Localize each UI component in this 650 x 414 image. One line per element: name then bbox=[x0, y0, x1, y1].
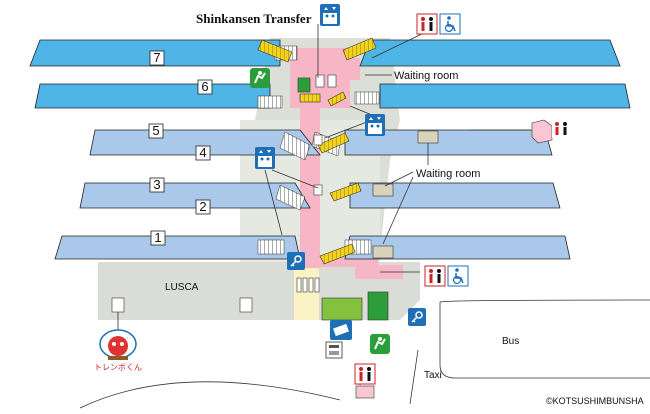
wheelchair-icon bbox=[439, 13, 461, 35]
roads bbox=[79, 299, 650, 409]
platform-number: 5 bbox=[152, 123, 159, 138]
platform-3-2: 3 2 bbox=[79, 177, 561, 215]
platform-number: 3 bbox=[153, 177, 160, 192]
toilet-icon bbox=[552, 120, 570, 138]
ticket-office-icon bbox=[370, 334, 390, 354]
ticket-office-icon bbox=[250, 68, 270, 88]
platform-number: 1 bbox=[154, 230, 161, 245]
ticket-machine-icon bbox=[330, 320, 352, 340]
mall-label: LUSCA bbox=[165, 282, 199, 293]
platform-number: 4 bbox=[199, 145, 206, 160]
platform-number: 2 bbox=[199, 199, 206, 214]
platform-number: 7 bbox=[153, 50, 160, 65]
leader-lines bbox=[117, 24, 530, 385]
mascot-icon: トレンボくん bbox=[94, 329, 142, 372]
toilet-building bbox=[355, 385, 375, 399]
elevator-icon bbox=[320, 4, 340, 26]
toilet-icon bbox=[531, 119, 553, 144]
taxi-label: Taxi bbox=[424, 370, 442, 381]
platform-number: 6 bbox=[201, 79, 208, 94]
coin-locker-icon bbox=[408, 308, 426, 326]
elevator-icon bbox=[255, 147, 275, 169]
platform-1: 1 bbox=[54, 230, 571, 260]
map-title: Shinkansen Transfer bbox=[196, 11, 312, 26]
lusca-mall bbox=[98, 262, 298, 320]
waiting-room-label: Waiting room bbox=[394, 70, 458, 82]
mascot-text: トレンボくん bbox=[94, 363, 142, 372]
toilet-icon bbox=[416, 13, 438, 35]
escalators bbox=[257, 37, 377, 265]
ticket-gate-icon bbox=[296, 134, 323, 293]
waiting-room-label: Waiting room bbox=[416, 168, 480, 180]
platform-7: 7 bbox=[29, 39, 621, 67]
bus-label: Bus bbox=[502, 336, 519, 347]
toilet-icon bbox=[354, 363, 376, 385]
elevator-icon bbox=[365, 114, 385, 136]
coin-locker-icon bbox=[287, 252, 305, 270]
toilet-icon bbox=[424, 265, 446, 287]
waiting-room-boxes bbox=[111, 74, 439, 321]
copyright: ©KOTSUSHIMBUNSHA bbox=[546, 396, 644, 406]
ticket-machine-icon bbox=[325, 341, 343, 359]
platform-6: 6 bbox=[34, 79, 631, 109]
wheelchair-icon bbox=[447, 265, 469, 287]
